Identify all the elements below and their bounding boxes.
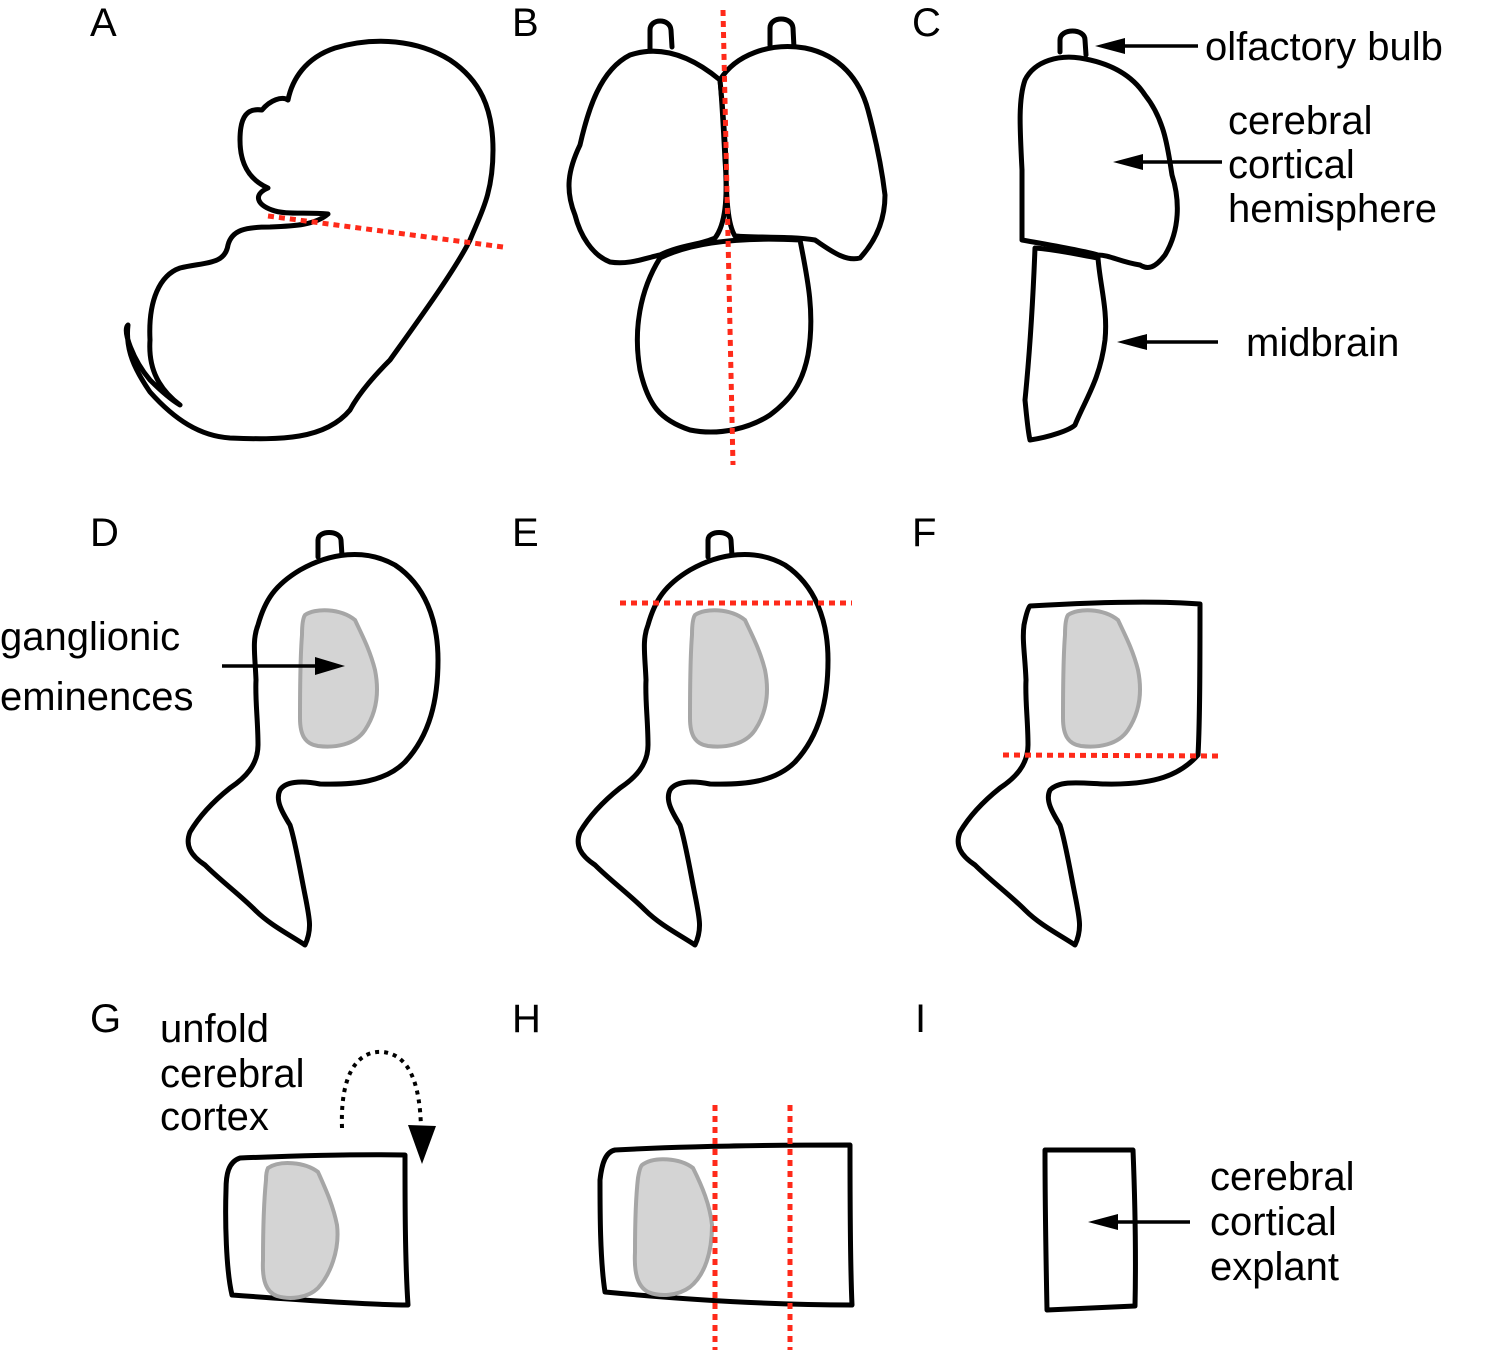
label-explant-1: cerebral bbox=[1210, 1155, 1355, 1199]
midbrain-dorsal bbox=[634, 236, 814, 435]
panel-label-c: C bbox=[912, 1, 941, 45]
label-cortical-hemisphere-1: cerebral bbox=[1228, 99, 1373, 143]
olfactory-bulb bbox=[1057, 28, 1089, 58]
hemisphere-left bbox=[566, 48, 729, 266]
label-ganglionic-eminences-2: eminences bbox=[0, 675, 193, 719]
label-cortical-hemisphere-2: cortical bbox=[1228, 143, 1355, 187]
label-group-midbrain: midbrain bbox=[1117, 321, 1399, 365]
label-midbrain: midbrain bbox=[1246, 321, 1399, 365]
panel-f-trimmed-hemisphere bbox=[955, 599, 1221, 948]
label-explant-3: explant bbox=[1210, 1245, 1339, 1289]
panel-b-dorsal-brain bbox=[566, 9, 888, 466]
olfactory-bulb bbox=[705, 530, 735, 560]
olfactory-bulb-right bbox=[767, 16, 797, 51]
panel-label-d: D bbox=[90, 511, 119, 555]
label-group-olfactory-bulb: olfactory bulb bbox=[1095, 25, 1443, 69]
label-group-ganglionic-eminences: ganglionic eminences bbox=[0, 615, 345, 719]
panel-label-b: B bbox=[512, 1, 539, 45]
panel-label-f: F bbox=[912, 511, 936, 555]
explant-outline bbox=[1042, 1147, 1138, 1313]
ganglionic-eminences-shape bbox=[1060, 608, 1142, 749]
panel-d-medial-hemisphere bbox=[185, 530, 441, 948]
arrowhead-midbrain bbox=[1117, 334, 1147, 350]
panel-i-explant bbox=[1042, 1147, 1138, 1313]
panel-g-unfold: unfold cerebral cortex bbox=[160, 1007, 436, 1308]
panel-c-hemisphere bbox=[1017, 28, 1180, 443]
olfactory-bulb-left bbox=[647, 18, 675, 53]
label-unfold-1: unfold bbox=[160, 1007, 269, 1051]
panel-label-i: I bbox=[915, 997, 926, 1041]
label-olfactory-bulb: olfactory bulb bbox=[1205, 25, 1443, 69]
panel-h-cutting bbox=[597, 1105, 855, 1350]
arrowhead-explant bbox=[1088, 1214, 1118, 1230]
hemisphere-outline bbox=[185, 552, 441, 948]
cut-line-b bbox=[720, 9, 736, 466]
arrowhead-ganglionic-eminences bbox=[315, 657, 345, 675]
label-group-cortical-hemisphere: cerebral cortical hemisphere bbox=[1113, 99, 1437, 231]
olfactory-bulb bbox=[315, 530, 345, 560]
unfold-arrow-arc bbox=[339, 1049, 423, 1129]
midbrain-lateral bbox=[1022, 245, 1109, 443]
hemisphere-outline bbox=[575, 552, 831, 948]
cortical-hemisphere bbox=[1017, 54, 1180, 270]
label-cortical-hemisphere-3: hemisphere bbox=[1228, 187, 1437, 231]
ganglionic-eminences-shape bbox=[632, 1157, 715, 1297]
label-explant-2: cortical bbox=[1210, 1200, 1337, 1244]
panel-a-embryo-head bbox=[123, 38, 504, 442]
cut-line-f bbox=[1002, 752, 1221, 759]
label-group-explant: cerebral cortical explant bbox=[1088, 1155, 1355, 1289]
panel-label-a: A bbox=[90, 1, 117, 45]
label-ganglionic-eminences-1: ganglionic bbox=[0, 615, 180, 659]
panel-label-g: G bbox=[90, 997, 121, 1041]
panel-label-e: E bbox=[512, 511, 539, 555]
unfold-arrowhead bbox=[408, 1125, 436, 1164]
embryo-head-outline bbox=[123, 38, 496, 442]
label-unfold-2: cerebral bbox=[160, 1052, 305, 1096]
panel-e-medial-hemisphere bbox=[575, 530, 852, 948]
ganglionic-eminences-shape bbox=[260, 1161, 340, 1300]
ganglionic-eminences-shape bbox=[687, 608, 769, 749]
panel-label-h: H bbox=[512, 997, 541, 1041]
arrowhead-cortical-hemisphere bbox=[1113, 154, 1143, 170]
hemisphere-right bbox=[717, 44, 888, 262]
ganglionic-eminences-shape bbox=[297, 608, 379, 749]
label-unfold-3: cortex bbox=[160, 1095, 269, 1139]
arrowhead-olfactory-bulb bbox=[1095, 38, 1125, 54]
